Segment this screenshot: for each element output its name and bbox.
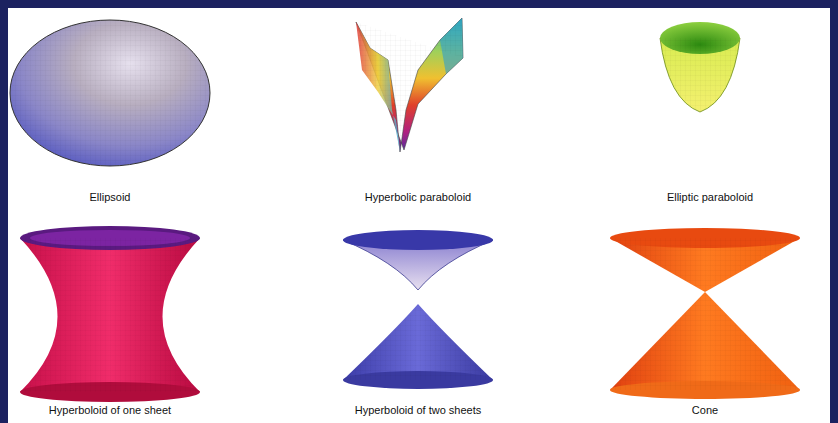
surface-label: Hyperboloid of one sheet (49, 404, 171, 416)
surface-label: Cone (692, 404, 718, 416)
surface-label: Ellipsoid (90, 191, 131, 203)
surface-label: Elliptic paraboloid (667, 191, 753, 203)
surface-label: Hyperbolic paraboloid (365, 191, 471, 203)
surface-label: Hyperboloid of two sheets (355, 404, 482, 416)
